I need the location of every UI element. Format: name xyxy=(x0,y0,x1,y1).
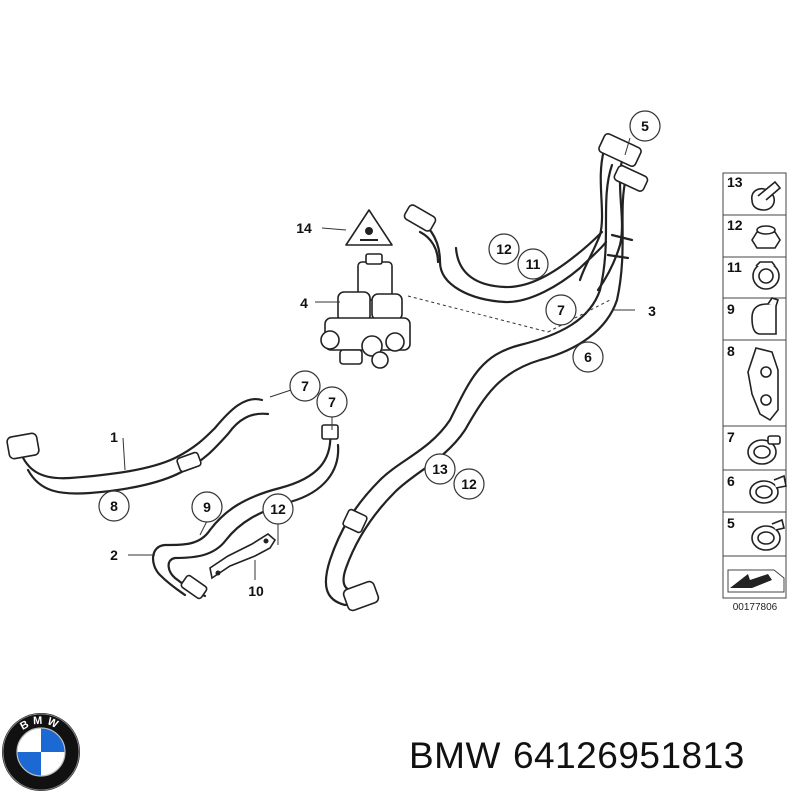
svg-text:12: 12 xyxy=(496,241,512,257)
svg-text:12: 12 xyxy=(270,501,286,517)
brand-part-line: BMW 64126951813 xyxy=(409,735,757,777)
connector-upper-left xyxy=(403,204,437,232)
callout-11-top: 11 xyxy=(517,248,549,280)
svg-text:13: 13 xyxy=(432,461,448,477)
side-item-number: 12 xyxy=(727,217,743,233)
side-item-number: 13 xyxy=(727,174,743,190)
hose-1 xyxy=(16,397,270,495)
callout-6: 6 xyxy=(572,341,604,373)
diagram-code: 00177806 xyxy=(733,602,778,613)
brand-name: BMW xyxy=(409,735,501,776)
hex-nut-icon xyxy=(751,225,781,249)
callout-1: 1 xyxy=(110,429,118,445)
svg-text:3: 3 xyxy=(648,303,656,319)
svg-text:11: 11 xyxy=(526,256,541,272)
svg-text:7: 7 xyxy=(328,394,336,410)
callout-7-left: 7 xyxy=(289,370,321,402)
warning-triangle-label xyxy=(345,209,393,246)
svg-text:2: 2 xyxy=(110,547,118,563)
connector-top-right xyxy=(598,133,649,192)
spring-clamp-icon xyxy=(751,518,785,551)
callout-12-bracket: 12 xyxy=(262,493,294,525)
side-item-number: 8 xyxy=(727,343,735,359)
hose-clamp-icon xyxy=(751,180,782,211)
part-number: 64126951813 xyxy=(512,735,745,776)
retaining-clip-icon xyxy=(751,297,780,335)
svg-text:7: 7 xyxy=(557,302,565,318)
callout-3: 3 xyxy=(648,303,656,319)
worm-clamp-icon xyxy=(747,435,781,465)
bracket-holder-icon xyxy=(747,347,779,422)
callout-4: 4 xyxy=(300,295,308,311)
dashed-guides xyxy=(407,295,611,333)
callout-10: 10 xyxy=(248,583,264,599)
side-item-number: 7 xyxy=(727,429,735,445)
connector-hose-6 xyxy=(342,508,380,612)
svg-text:12: 12 xyxy=(461,476,477,492)
svg-text:8: 8 xyxy=(110,498,118,514)
side-item-number: 5 xyxy=(727,515,735,531)
svg-text:9: 9 xyxy=(203,499,211,515)
arrow-sheet-icon xyxy=(727,569,785,593)
connector-hose-2 xyxy=(180,424,339,600)
side-item-number: 6 xyxy=(727,473,735,489)
bracket-10 xyxy=(209,533,277,580)
side-parts-panel: 13 12 11 9 8 7 xyxy=(722,172,787,613)
side-item-number: 9 xyxy=(727,301,735,317)
callout-14: 14 xyxy=(296,220,312,236)
callout-12-top: 12 xyxy=(488,233,520,265)
callout-9: 9 xyxy=(191,491,223,523)
callout-7-mid: 7 xyxy=(316,386,348,418)
svg-text:5: 5 xyxy=(641,118,649,134)
callout-8: 8 xyxy=(98,490,130,522)
callout-5-top: 5 xyxy=(629,110,661,142)
water-valve xyxy=(320,253,411,369)
callout-2: 2 xyxy=(110,547,118,563)
svg-text:1: 1 xyxy=(110,429,118,445)
hose-upper-return xyxy=(410,213,608,304)
callout-13-low: 13 xyxy=(424,453,456,485)
svg-text:7: 7 xyxy=(301,378,309,394)
connector-hose-1 xyxy=(6,432,202,473)
spring-clamp-icon xyxy=(749,474,787,504)
bmw-logo: BMW xyxy=(2,713,80,791)
svg-text:14: 14 xyxy=(296,220,312,236)
hose-2 xyxy=(152,428,340,598)
callout-7-right: 7 xyxy=(545,294,577,326)
svg-text:6: 6 xyxy=(584,349,592,365)
svg-text:10: 10 xyxy=(248,583,264,599)
hose-clip-icon xyxy=(752,261,780,290)
callout-12-low: 12 xyxy=(453,468,485,500)
side-item-number: 11 xyxy=(727,259,742,275)
svg-text:4: 4 xyxy=(300,295,308,311)
